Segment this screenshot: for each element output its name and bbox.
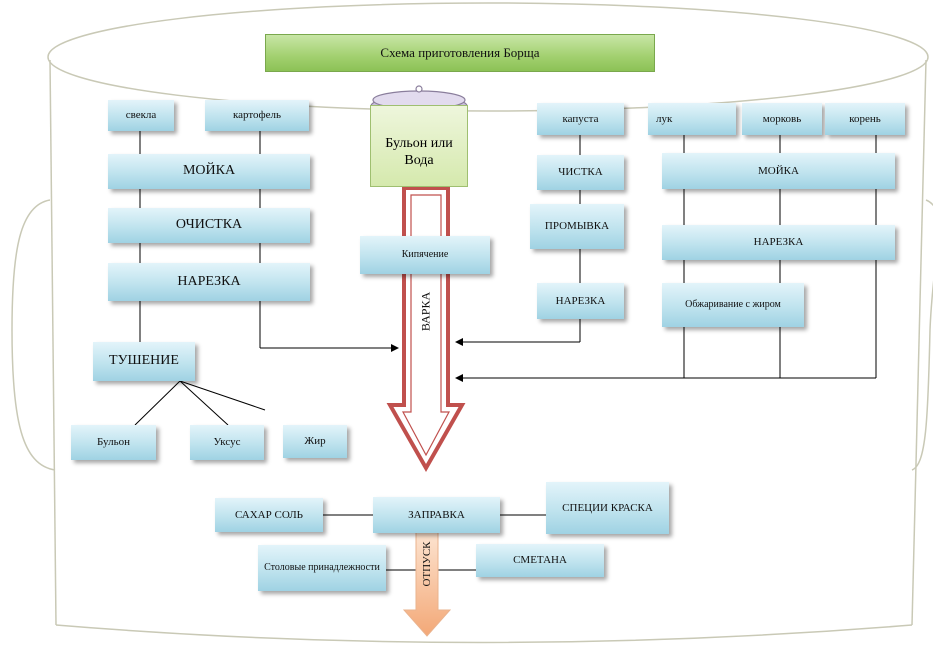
broth-water-box: Бульон или Вода	[370, 105, 468, 187]
sour-cream-box: СМЕТАНА	[476, 544, 604, 577]
step-frying: Обжаривание с жиром	[662, 283, 804, 327]
input-beet: свекла	[108, 100, 174, 131]
spices-color-box: СПЕЦИИ КРАСКА	[546, 482, 669, 534]
step-peeling: ОЧИСТКА	[108, 208, 310, 243]
sugar-salt-box: САХАР СОЛЬ	[215, 498, 323, 532]
input-potato: картофель	[205, 100, 309, 131]
stew-input-broth: Бульон	[71, 425, 156, 460]
step-cleaning: ЧИСТКА	[537, 155, 624, 190]
input-onion: лук	[648, 103, 736, 135]
step-boiling: Кипячение	[360, 236, 490, 274]
step-washing-right: МОЙКА	[662, 153, 895, 189]
step-cutting-right: НАРЕЗКА	[662, 225, 895, 260]
step-washing-left: МОЙКА	[108, 154, 310, 189]
input-cabbage: капуста	[537, 103, 624, 135]
step-rinsing: ПРОМЫВКА	[530, 204, 624, 249]
diagram-title: Схема приготовления Борща	[265, 34, 655, 72]
main-arrow-label: ВАРКА	[418, 291, 433, 332]
input-root: корень	[825, 103, 905, 135]
dressing-box: ЗАПРАВКА	[373, 497, 500, 533]
step-cutting-left: НАРЕЗКА	[108, 263, 310, 301]
tableware-box: Столовые принадлежности	[258, 545, 386, 591]
step-stewing: ТУШЕНИЕ	[93, 342, 195, 381]
input-carrot: морковь	[742, 103, 822, 135]
pot-outline	[11, 2, 933, 644]
stew-input-vinegar: Уксус	[190, 425, 264, 460]
stew-input-fat: Жир	[283, 425, 347, 458]
serving-arrow	[402, 529, 452, 637]
step-cutting-cabbage: НАРЕЗКА	[537, 283, 624, 319]
serving-arrow-label: ОТПУСК	[421, 541, 433, 587]
